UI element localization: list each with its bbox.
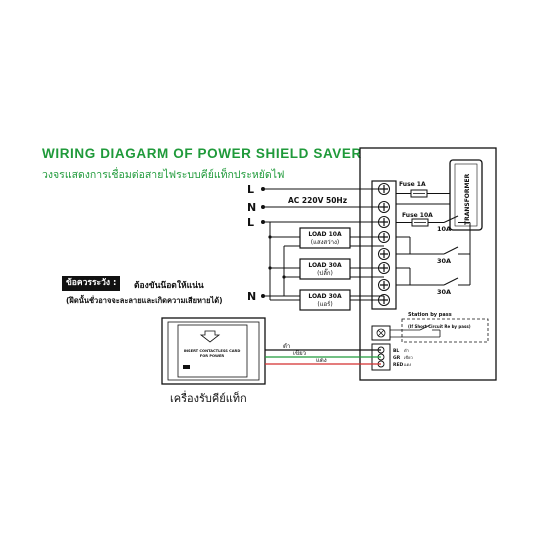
- card-reader-line2: FOR POWER: [200, 354, 225, 358]
- signal-terminal-note: แดง: [404, 362, 411, 367]
- signal-terminal-label: RED: [393, 362, 404, 368]
- terminal-screw-cross: [380, 250, 388, 258]
- load-box: [299, 289, 351, 311]
- fuse-1a-label: Fuse 1A: [399, 181, 426, 188]
- terminal-screw-cross: [380, 281, 388, 289]
- load-desc: (แสงสว่าง): [311, 239, 339, 246]
- warning-title: ข้อควรระวัง :: [62, 276, 121, 291]
- load-rating: LOAD 10A: [308, 231, 342, 238]
- card-insert-arrow-icon: [199, 330, 221, 343]
- wire-label-green: เขียว: [293, 349, 306, 357]
- input-L2: L: [247, 216, 254, 229]
- relay-rating-1: 10A: [437, 225, 451, 233]
- card-reader-label: เครื่องรับคีย์แท็ก: [170, 392, 247, 405]
- input-L1: L: [247, 183, 254, 196]
- card-reader-led: [183, 365, 190, 369]
- wire-label-red: แดง: [316, 357, 327, 364]
- input-N1: N: [247, 201, 256, 214]
- transformer-label: TRANSFORMER: [464, 173, 471, 225]
- warning-text: ต้องขันน๊อตให้แน่น: [134, 281, 204, 291]
- relay-rating-2: 30A: [437, 257, 451, 265]
- bypass-label: Station by pass: [408, 312, 452, 318]
- load-box: [299, 227, 351, 249]
- fuse-10a-label: Fuse 10A: [402, 212, 433, 219]
- transformer: [449, 159, 483, 231]
- supply-label: AC 220V 50Hz: [288, 196, 347, 205]
- load-rating: LOAD 30A: [308, 262, 342, 269]
- warning-sub: (ฝึดนั้นชั่วอาจจะละลายและเกิดความเสียหาย…: [66, 296, 223, 305]
- controller-box: [359, 147, 497, 381]
- signal-terminal-label: GR: [393, 355, 401, 361]
- input-N2: N: [247, 290, 256, 303]
- signal-terminal-note: ดำ: [404, 348, 409, 353]
- card-reader-line1: INSERT CONTACTLESS CARD: [184, 349, 241, 353]
- relay-rating-3: 30A: [437, 288, 451, 296]
- load-rating: LOAD 30A: [308, 293, 342, 300]
- wire-label-black: ดำ: [283, 343, 290, 350]
- load-desc: (แอร์): [317, 300, 332, 308]
- signal-terminal-note: เขียว: [404, 355, 413, 360]
- subtitle: วงจรแสดงการเชื่อมต่อสายไฟระบบคีย์แท็กประ…: [42, 169, 285, 181]
- signal-terminal-label: BL: [393, 348, 399, 354]
- bypass-note: (If Short Circuit Re by pass): [408, 324, 471, 329]
- load-desc: (ปลั๊ก): [317, 268, 333, 277]
- title: WIRING DIAGARM OF POWER SHIELD SAVER: [42, 146, 362, 161]
- terminal-block: [371, 180, 397, 310]
- load-box: [299, 258, 351, 280]
- bypass-station: [401, 318, 489, 343]
